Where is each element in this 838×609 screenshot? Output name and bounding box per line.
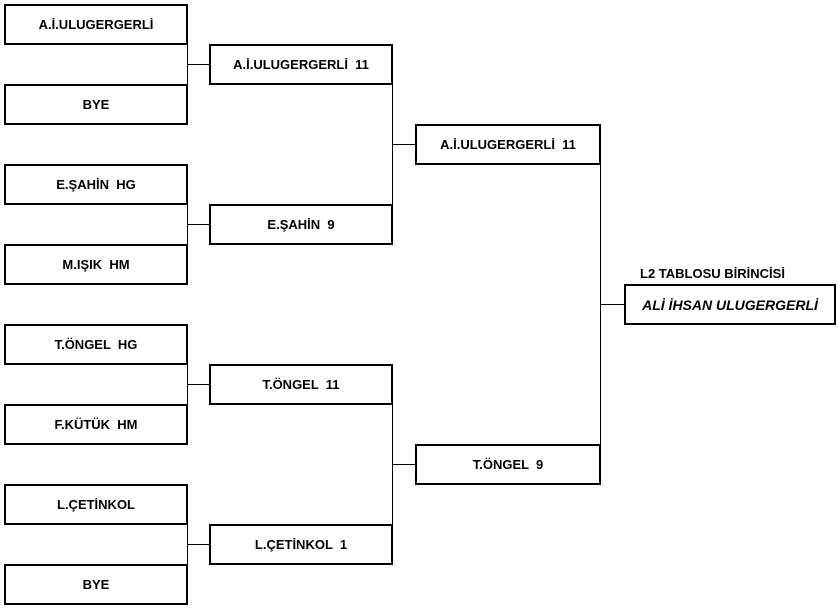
bracket-slot-r3-1: A.İ.ULUGERGERLİ 11 <box>415 124 601 165</box>
connector-r1-b-h <box>187 224 210 225</box>
connector-r1-d <box>187 525 188 565</box>
connector-r1-a-h <box>187 64 210 65</box>
bracket-slot-r1-3: E.ŞAHİN HG <box>4 164 188 205</box>
bracket-slot-r1-8: BYE <box>4 564 188 605</box>
connector-r2-a-h <box>392 144 416 145</box>
connector-r1-d-h <box>187 544 210 545</box>
connector-r1-b <box>187 205 188 245</box>
bracket-slot-r2-1: A.İ.ULUGERGERLİ 11 <box>209 44 393 85</box>
connector-r1-c-h <box>187 384 210 385</box>
bracket-slot-r1-6: F.KÜTÜK HM <box>4 404 188 445</box>
champion-name: ALİ İHSAN ULUGERGERLİ <box>624 284 836 325</box>
connector-r2-b-h <box>392 464 416 465</box>
bracket-slot-r1-5: T.ÖNGEL HG <box>4 324 188 365</box>
bracket-slot-r1-4: M.IŞIK HM <box>4 244 188 285</box>
connector-r3 <box>600 165 601 445</box>
bracket-slot-r2-2: E.ŞAHİN 9 <box>209 204 393 245</box>
bracket-slot-r2-4: L.ÇETİNKOL 1 <box>209 524 393 565</box>
bracket-slot-r3-2: T.ÖNGEL 9 <box>415 444 601 485</box>
connector-r1-a <box>187 45 188 85</box>
connector-r2-a <box>392 85 393 205</box>
bracket-slot-r1-7: L.ÇETİNKOL <box>4 484 188 525</box>
bracket-slot-r1-2: BYE <box>4 84 188 125</box>
connector-r2-b <box>392 405 393 525</box>
bracket-slot-r1-1: A.İ.ULUGERGERLİ <box>4 4 188 45</box>
bracket-slot-r2-3: T.ÖNGEL 11 <box>209 364 393 405</box>
champion-title: L2 TABLOSU BİRİNCİSİ <box>640 266 785 281</box>
connector-r3-h <box>600 304 625 305</box>
connector-r1-c <box>187 365 188 405</box>
